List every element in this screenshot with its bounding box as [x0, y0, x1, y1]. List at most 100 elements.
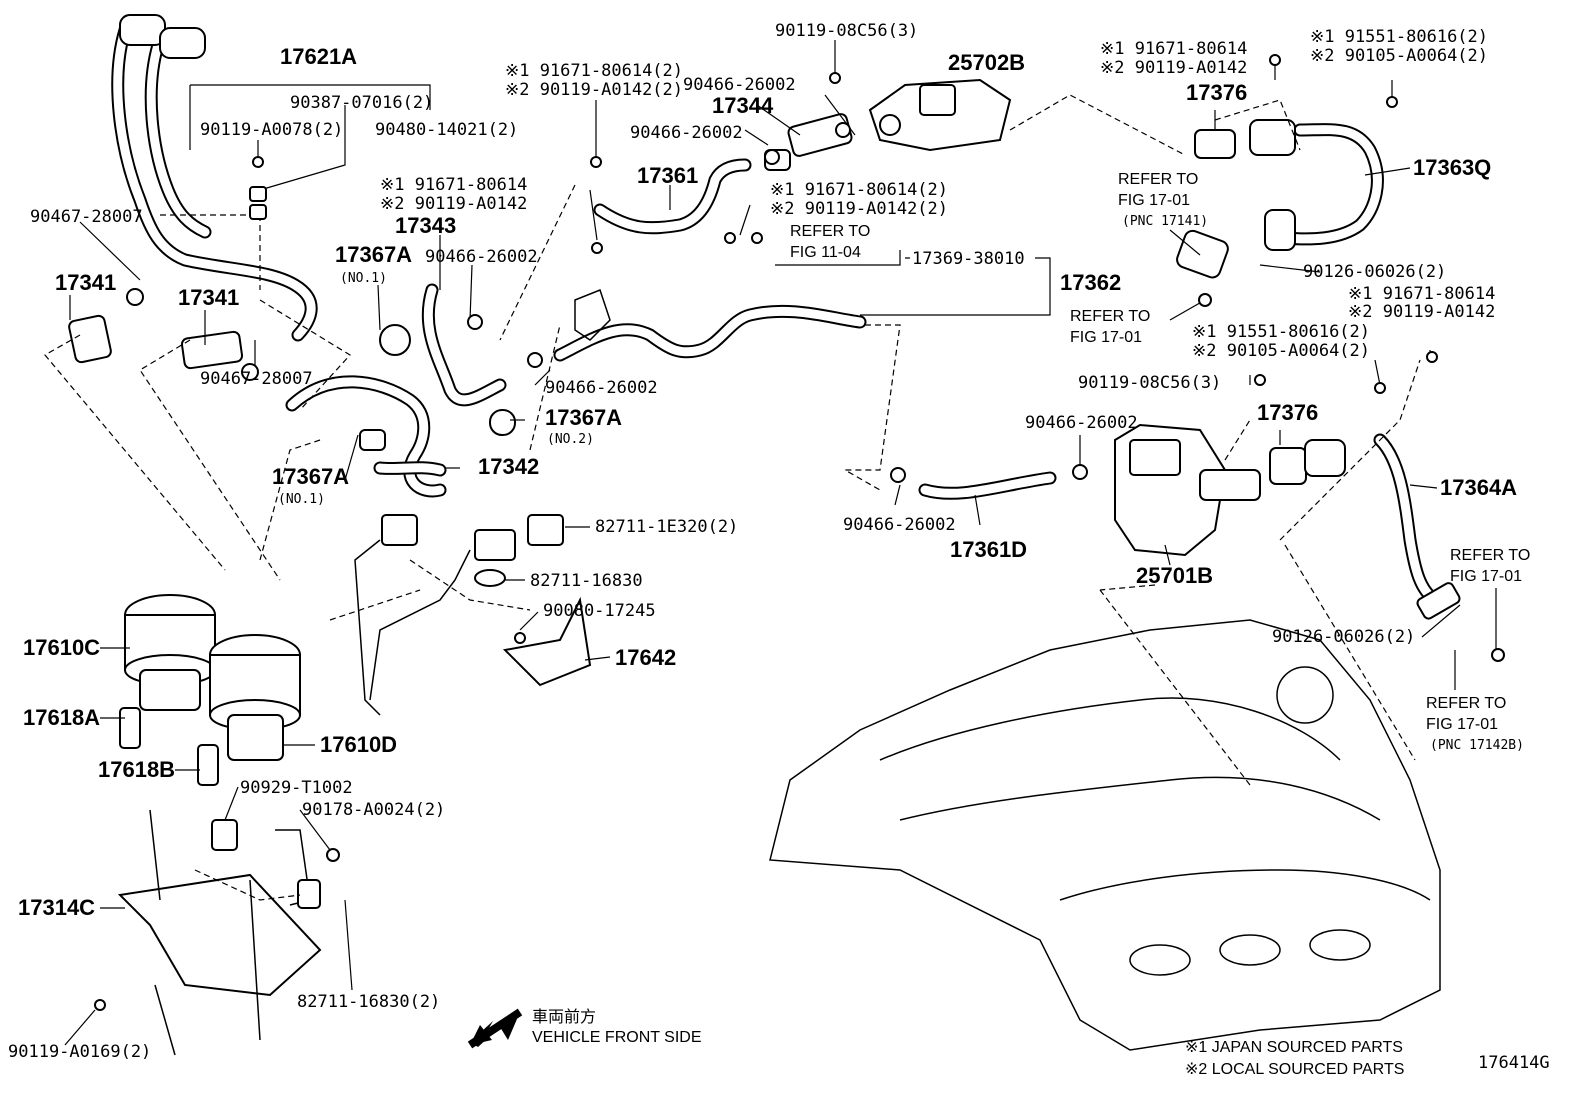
plug-17618A [119, 707, 141, 749]
bracket-17314C [117, 809, 322, 1056]
pipe-17364A [1269, 433, 1442, 607]
label-90466-26002-a: 90466-26002 [683, 75, 796, 95]
gaskets [359, 209, 1461, 620]
dashed-leaders [44, 94, 1421, 901]
label-90466-26002-d: 90466-26002 [545, 378, 658, 398]
air-pump-17610C [124, 594, 216, 711]
label-90387-07016: 90387-07016(2) [290, 93, 433, 113]
label-90126-06026-a: 90126-06026(2) [1303, 262, 1446, 282]
label-17341-a: 17341 [55, 270, 116, 295]
engine-intake-manifold [769, 619, 1441, 1051]
label-refer-to-fig-11-04-b: FIG 11-04 [790, 244, 861, 261]
label-90466-26002-b: 90466-26002 [630, 123, 743, 143]
label-17610C: 17610C [23, 635, 100, 660]
legend-local-sourced: ※2 LOCAL SOURCED PARTS [1185, 1061, 1404, 1078]
label-90178-A0024: 90178-A0024(2) [302, 800, 445, 820]
label-17376-a: 17376 [1186, 80, 1247, 105]
label-japan-91671-d: ※1 91671-80614 [1100, 39, 1247, 59]
label-17618A: 17618A [23, 705, 100, 730]
label-vehicle-front-side: VEHICLE FRONT SIDE [532, 1029, 702, 1046]
label-17364A: 17364A [1440, 475, 1517, 500]
label-17314C: 17314C [18, 895, 95, 920]
label-local-90119-d: ※2 90119-A0142 [1100, 58, 1247, 78]
label-90126-06026-b: 90126-06026(2) [1272, 627, 1415, 647]
label-17610D: 17610D [320, 732, 397, 757]
wire-harness [354, 539, 471, 716]
label-local-90119-a: ※2 90119-A0142(2) [505, 80, 683, 100]
air-pump-17610D [209, 634, 301, 761]
valve-25702B [868, 78, 1012, 152]
label-90480-14021: 90480-14021(2) [375, 120, 518, 140]
figure-id: 176414G [1478, 1053, 1550, 1073]
hose-17342-17343 [285, 283, 507, 498]
label-17361D: 17361D [950, 537, 1027, 562]
label-refer-to-fig-17-01-b2: FIG 17-01 [1070, 329, 1142, 346]
label-17621A: 17621A [280, 44, 357, 69]
label-90466-26002-f: 90466-26002 [843, 515, 956, 535]
label-17369-38010: 17369-38010 [912, 249, 1025, 269]
label-refer-to-fig-17-01-c2: FIG 17-01 [1450, 568, 1522, 585]
label-refer-to-fig-17-01-a1: REFER TO [1118, 171, 1198, 188]
label-82711-16830: 82711-16830 [530, 571, 643, 591]
front-arrow-icon [467, 1008, 523, 1049]
connector-b [474, 529, 516, 561]
label-90119-08C56-top: 90119-08C56(3) [775, 21, 918, 41]
label-17343: 17343 [395, 213, 456, 238]
label-17341-b: 17341 [178, 285, 239, 310]
label-pnc-17142b: (PNC 17142B) [1430, 738, 1524, 753]
connector-82711-1E320 [527, 514, 564, 546]
label-25701B: 25701B [1136, 563, 1213, 588]
label-refer-to-fig-17-01-d2: FIG 17-01 [1426, 716, 1498, 733]
label-90467-28007-a: 90467-28007 [30, 207, 143, 227]
label-japan-91671-c: ※1 91671-80614(2) [770, 180, 948, 200]
hose-17341-b [180, 330, 244, 370]
connector-a [381, 514, 418, 546]
label-no2: (NO.2) [547, 432, 594, 447]
label-17367A-3: 17367A [272, 464, 349, 489]
label-90119-08C56-mid: 90119-08C56(3) [1078, 373, 1221, 393]
label-refer-to-fig-17-01-c1: REFER TO [1450, 547, 1530, 564]
label-japan-91671-b: ※1 91671-80614 [380, 175, 527, 195]
label-17363Q: 17363Q [1413, 155, 1491, 180]
label-82711-1E320: 82711-1E320(2) [595, 517, 738, 537]
label-17367A-1: 17367A [335, 242, 412, 267]
label-17344: 17344 [712, 93, 774, 118]
label-local-90119-b: ※2 90119-A0142 [380, 194, 527, 214]
label-17362: 17362 [1060, 270, 1121, 295]
label-17618B: 17618B [98, 757, 175, 782]
label-local-90105-a: ※2 90105-A0064(2) [1310, 46, 1488, 66]
plug-17618B [197, 744, 219, 786]
label-local-90119-c: ※2 90119-A0142(2) [770, 199, 948, 219]
label-17376-b: 17376 [1257, 400, 1318, 425]
label-90119-A0078: 90119-A0078(2) [200, 120, 343, 140]
label-japan-91551-b: ※1 91551-80616(2) [1192, 322, 1370, 342]
label-17361: 17361 [637, 163, 698, 188]
label-17342: 17342 [478, 454, 539, 479]
label-japan-91551-a: ※1 91551-80616(2) [1310, 27, 1488, 47]
legend-japan-sourced: ※1 JAPAN SOURCED PARTS [1185, 1039, 1403, 1056]
part-labels: 17621A 90387-07016(2) 90119-A0078(2) 904… [8, 21, 1550, 1078]
label-vehicle-front-jp: 車両前方 [532, 1008, 596, 1026]
label-90467-28007-b: 90467-28007 [200, 369, 313, 389]
label-japan-91671-e: ※1 91671-80614 [1348, 284, 1495, 304]
label-90466-26002-c: 90466-26002 [425, 247, 538, 267]
label-82711-16830-2: 82711-16830(2) [297, 992, 440, 1012]
label-90119-A0169: 90119-A0169(2) [8, 1042, 151, 1062]
pipe-17362 [553, 289, 867, 362]
clamp-90929 [211, 819, 238, 851]
clamp-82711-16830-2 [297, 879, 321, 909]
label-25702B: 25702B [948, 50, 1025, 75]
label-no1-b: (NO.1) [278, 492, 325, 507]
label-90466-26002-e: 90466-26002 [1025, 413, 1138, 433]
label-refer-to-fig-17-01-b1: REFER TO [1070, 308, 1150, 325]
valve-25701B [1114, 423, 1261, 557]
hose-17361D [918, 471, 1057, 500]
pipe-17363Q [1194, 119, 1384, 246]
label-90080-17245: 90080-17245 [543, 601, 656, 621]
label-japan-91671-a: ※1 91671-80614(2) [505, 61, 683, 81]
label-17367A-2: 17367A [545, 405, 622, 430]
bracket-17642 [502, 596, 592, 687]
fasteners [94, 54, 1505, 1011]
hose-17621A [111, 14, 318, 342]
